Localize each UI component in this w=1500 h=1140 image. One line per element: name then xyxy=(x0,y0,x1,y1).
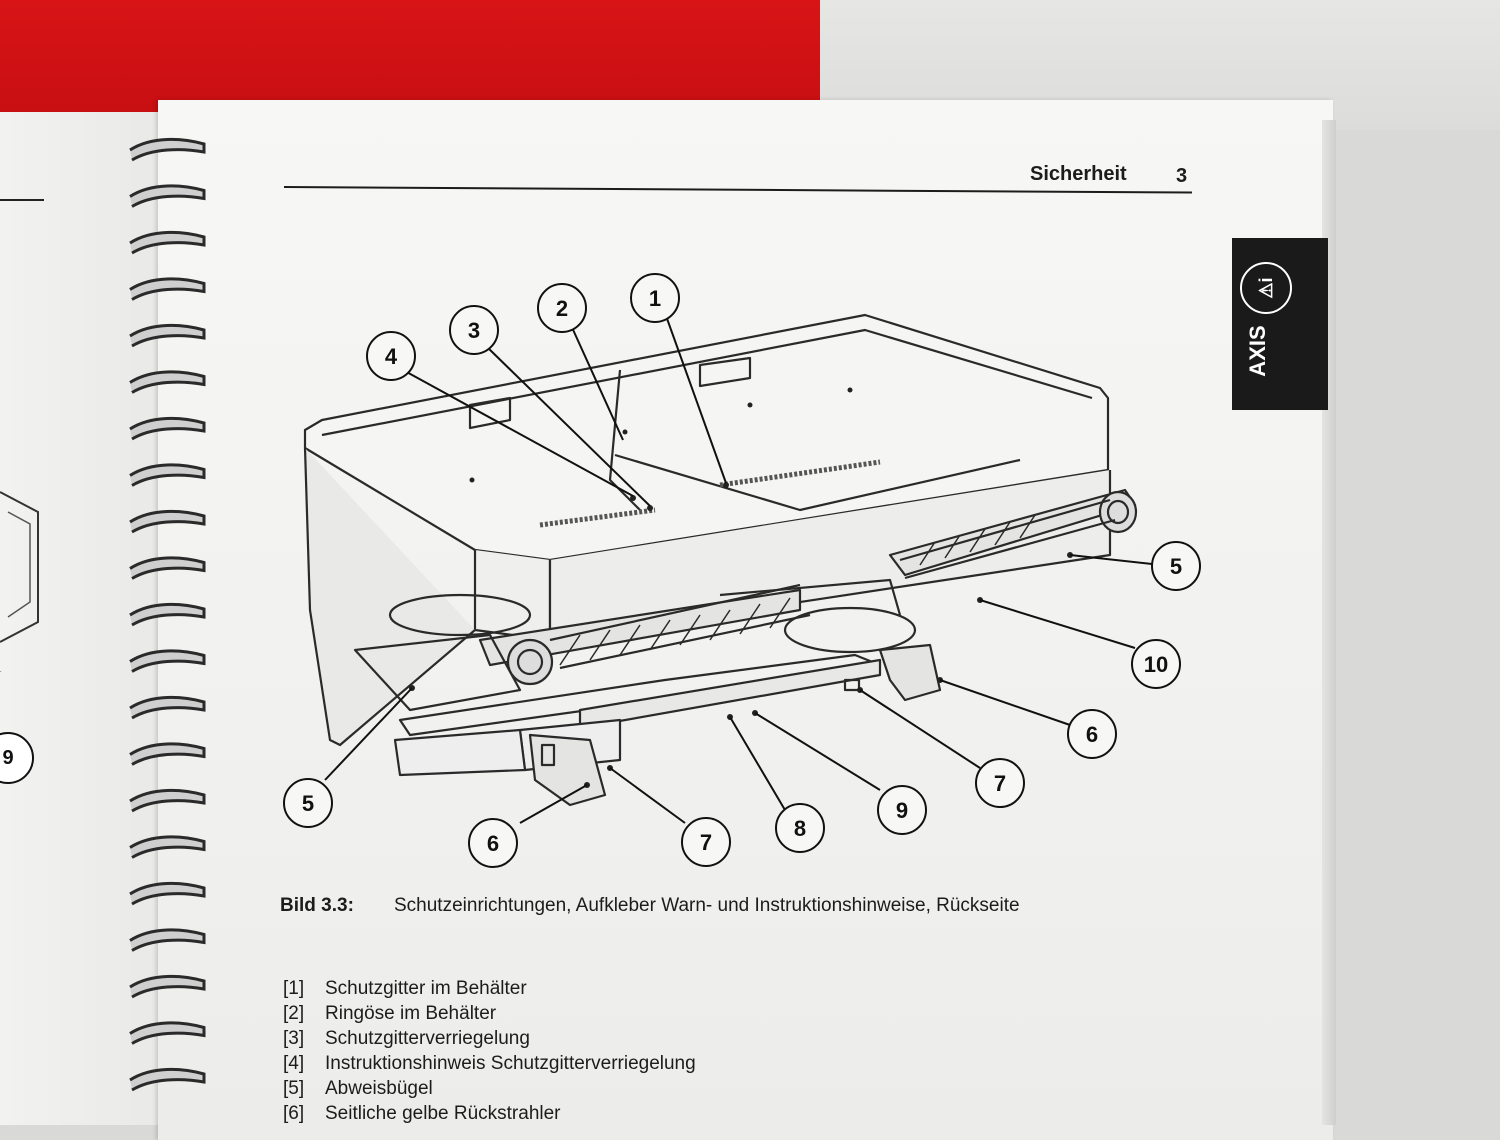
callout-2: 2 xyxy=(556,296,568,321)
spiral-coil xyxy=(129,556,206,580)
legend-text: Instruktionshinweis Schutzgitterverriege… xyxy=(325,1053,696,1074)
callout-9: 9 xyxy=(896,798,908,823)
legend-item: [6] Seitliche gelbe Rückstrahler xyxy=(283,1103,983,1128)
spiral-coil xyxy=(129,695,206,720)
legend-text: Schutzgitter im Behälter xyxy=(325,978,527,999)
spiral-coil xyxy=(129,370,206,394)
callout-8: 8 xyxy=(794,816,806,841)
callout-1: 1 xyxy=(649,286,661,311)
spiral-coil xyxy=(129,277,206,301)
spiral-coil xyxy=(129,184,206,208)
spiral-coil xyxy=(129,137,206,162)
callout-5-right: 5 xyxy=(1170,554,1182,579)
spiral-coil xyxy=(129,230,206,255)
callout-7-left: 7 xyxy=(700,830,712,855)
spiral-coil xyxy=(129,974,206,999)
callout-5-left: 5 xyxy=(302,791,314,816)
legend-number: [6] xyxy=(283,1103,305,1124)
legend-number: [1] xyxy=(283,978,305,999)
spiral-coil xyxy=(129,742,206,766)
callout-6-right: 6 xyxy=(1086,722,1098,747)
legend-number: [3] xyxy=(283,1028,305,1049)
figure-caption: Bild 3.3: Schutzeinrichtungen, Aufkleber … xyxy=(280,895,1180,917)
legend-item: [1] Schutzgitter im Behälter xyxy=(283,978,983,1003)
legend-number: [4] xyxy=(283,1053,305,1074)
red-folder-background xyxy=(0,0,830,112)
caption-label: Bild 3.3: xyxy=(280,895,354,916)
legend-text: Abweisbügel xyxy=(325,1078,433,1099)
legend-text: Seitliche gelbe Rückstrahler xyxy=(325,1103,561,1124)
callout-7-right: 7 xyxy=(994,771,1006,796)
spiral-coil xyxy=(129,416,206,441)
left-page-rule xyxy=(0,199,44,201)
spiral-binding xyxy=(129,137,206,1092)
spiral-coil xyxy=(129,835,206,859)
left-page-callout: 9 xyxy=(0,732,34,784)
chapter-side-tab xyxy=(1232,238,1328,410)
legend-item: [5] Abweisbügel xyxy=(283,1078,983,1103)
legend-number: [5] xyxy=(283,1078,305,1099)
spiral-coil xyxy=(129,649,206,673)
spreader-diagram: 1 2 3 4 5 10 6 7 9 8 7 6 5 xyxy=(283,273,1201,868)
legend-text: Schutzgitterverriegelung xyxy=(325,1028,530,1049)
callout-3: 3 xyxy=(468,318,480,343)
spiral-coil xyxy=(129,323,206,348)
left-page-figure-fragment xyxy=(0,491,39,672)
callout-10: 10 xyxy=(1144,652,1168,677)
spiral-coil xyxy=(129,509,206,534)
legend-item: [2] Ringöse im Behälter xyxy=(283,1003,983,1028)
section-title: Sicherheit xyxy=(1030,163,1127,185)
spiral-coil xyxy=(129,788,206,813)
legend-number: [2] xyxy=(283,1003,305,1024)
spiral-coil xyxy=(129,1021,206,1045)
legend-list: [1] Schutzgitter im Behälter [2] Ringöse… xyxy=(283,978,983,1128)
legend-text: Ringöse im Behälter xyxy=(325,1003,497,1024)
caption-text: Schutzeinrichtungen, Aufkleber Warn- und… xyxy=(394,895,1020,916)
legend-item: [3] Schutzgitterverriegelung xyxy=(283,1028,983,1053)
callout-6-left: 6 xyxy=(487,831,499,856)
spiral-coil xyxy=(129,928,206,952)
spiral-coil xyxy=(129,602,206,627)
callout-4: 4 xyxy=(385,344,398,369)
spiral-coil xyxy=(129,463,206,487)
chapter-number: 3 xyxy=(1176,165,1188,187)
spiral-coil xyxy=(129,1067,206,1092)
legend-item: [4] Instruktionshinweis Schutzgitterverr… xyxy=(283,1053,983,1078)
spiral-coil xyxy=(129,881,206,906)
